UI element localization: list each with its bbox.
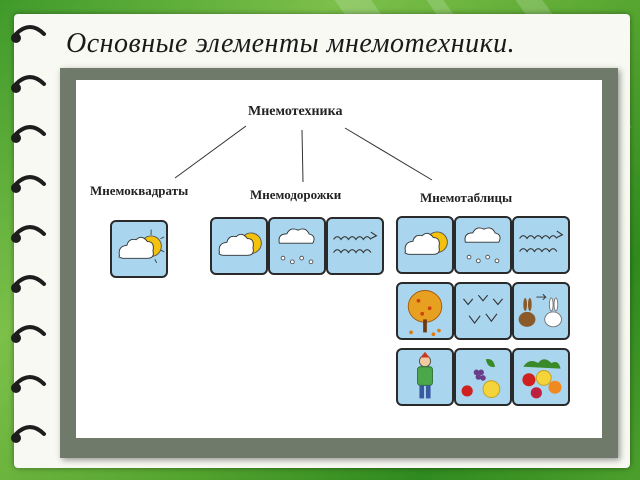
slide-title: Основные элементы мнемотехники. bbox=[66, 28, 516, 59]
connector-line-left bbox=[174, 125, 247, 179]
autumn-tree-icon bbox=[396, 282, 454, 340]
rain-cloud-icon bbox=[454, 216, 512, 274]
notebook-rings bbox=[11, 25, 46, 443]
wind-icon bbox=[512, 216, 570, 274]
fruits-icon bbox=[454, 348, 512, 406]
birds-icon bbox=[454, 282, 512, 340]
sun-cloud-icon bbox=[396, 216, 454, 274]
connector-line-middle bbox=[301, 129, 304, 183]
person-icon bbox=[396, 348, 454, 406]
sun-cloud-icon bbox=[210, 217, 268, 275]
branch-label-tracks: Мнемодорожки bbox=[250, 187, 342, 202]
rain-cloud-icon bbox=[268, 217, 326, 275]
wind-icon bbox=[326, 217, 384, 275]
hares-icon bbox=[512, 282, 570, 340]
root-label: Мнемотехника bbox=[248, 104, 343, 119]
branch-label-squares: Мнемоквадраты bbox=[90, 183, 189, 198]
connector-line-right bbox=[344, 127, 433, 181]
berries-icon bbox=[512, 348, 570, 406]
branch-label-tables: Мнемотаблицы bbox=[420, 190, 513, 205]
sun-cloud-icon bbox=[110, 220, 168, 278]
